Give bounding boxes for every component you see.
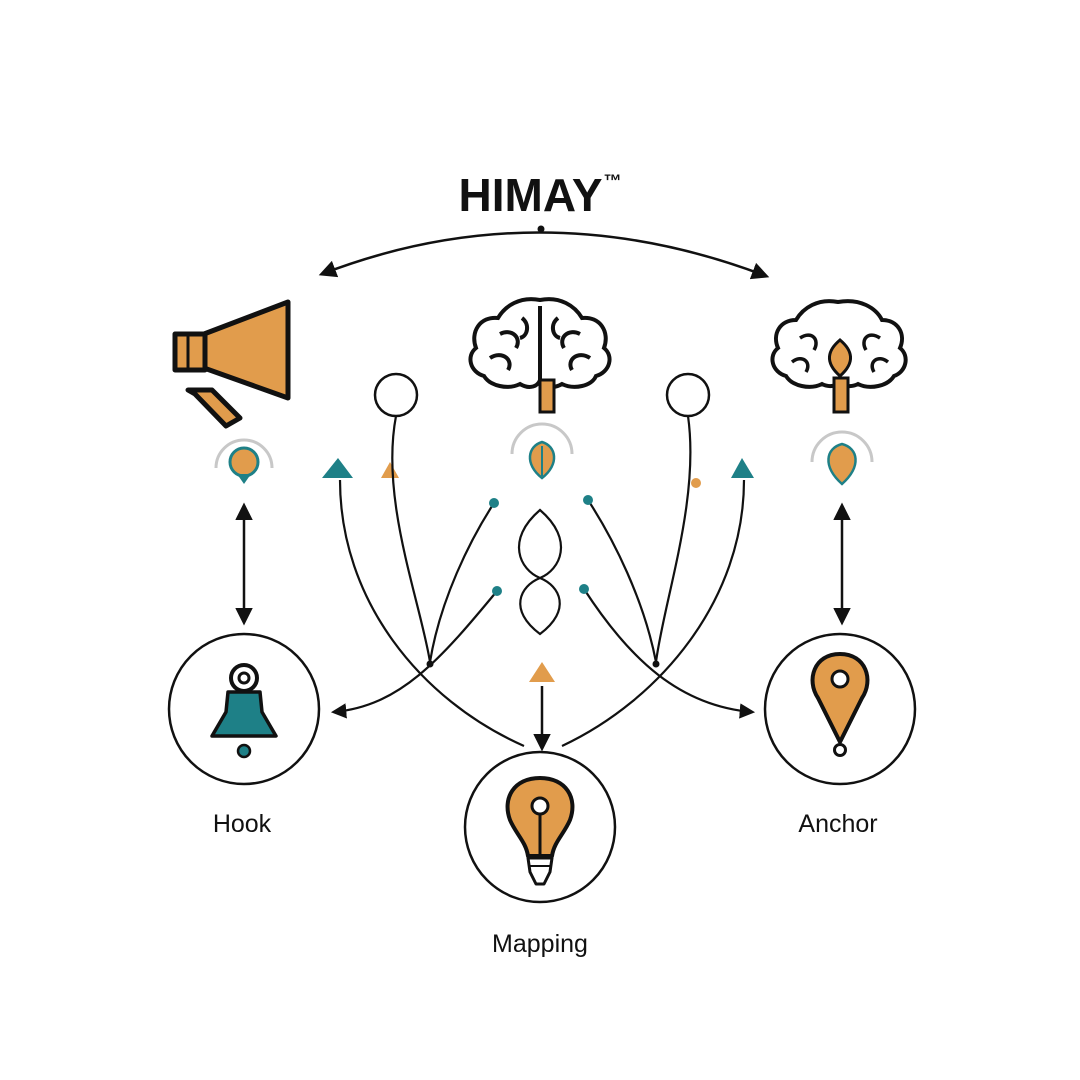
location-pin-icon xyxy=(810,652,870,757)
curve-circle-left-down xyxy=(391,415,432,663)
top-arc-dot xyxy=(537,225,545,233)
small-pin-icon-center xyxy=(510,422,574,480)
megaphone-icon xyxy=(172,299,291,429)
teal-dot-4 xyxy=(579,584,589,594)
orange-dot-right xyxy=(691,478,701,488)
small-pin-icon-left xyxy=(214,438,274,484)
teal-triangle-right xyxy=(731,458,754,478)
junction-dot-right xyxy=(652,660,660,668)
diagram-title: HIMAY™ xyxy=(0,168,1080,222)
teal-dot-2 xyxy=(583,495,593,505)
small-pin-icon-right xyxy=(810,430,874,486)
brain-stem xyxy=(538,378,556,414)
mapping-label: Mapping xyxy=(492,930,588,958)
curve-teal-dot-left-to-hook xyxy=(330,590,498,719)
teal-triangle-left xyxy=(322,458,353,478)
brain-pin-icon xyxy=(770,299,908,414)
hook-label: Hook xyxy=(212,810,272,838)
curve-teal-dot-right-top xyxy=(587,499,658,663)
curve-right-triangle-to-mapping xyxy=(561,479,746,747)
curve-teal-dot-right-to-anchor xyxy=(583,588,756,719)
anchor-node xyxy=(763,632,917,786)
junction-dot-left xyxy=(426,660,434,668)
open-circle-left xyxy=(373,372,419,418)
brain-icon xyxy=(468,297,612,389)
center-loop-shape xyxy=(517,508,563,636)
lightbulb-icon xyxy=(505,776,575,886)
anchor-label: Anchor xyxy=(798,810,878,838)
hook-node xyxy=(167,632,321,786)
open-circle-right xyxy=(665,372,711,418)
curve-circle-right-down xyxy=(654,415,692,663)
curve-teal-dot-left-top xyxy=(428,502,495,663)
orange-triangle-left xyxy=(381,462,399,478)
trademark-mark: ™ xyxy=(603,171,622,191)
teal-dot-3 xyxy=(492,586,502,596)
bell-icon xyxy=(210,663,278,759)
title-text: HIMAY xyxy=(458,169,603,221)
top-arc-connector xyxy=(318,231,770,280)
orange-triangle-center xyxy=(529,662,555,682)
curve-left-triangle-to-mapping xyxy=(338,479,525,748)
mapping-node xyxy=(463,750,617,904)
teal-dot-1 xyxy=(489,498,499,508)
